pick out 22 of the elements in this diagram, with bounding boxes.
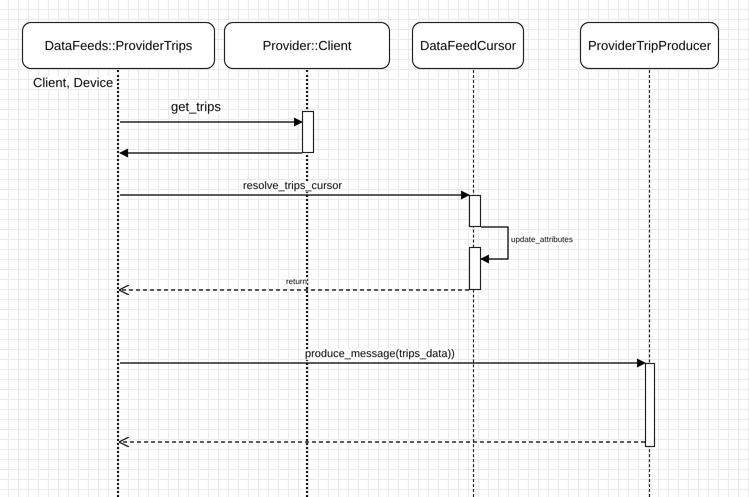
- arrow: [118, 284, 469, 296]
- arrow: [120, 358, 646, 368]
- message-label: produce_message(trips_data)): [305, 349, 455, 360]
- message-label: return: [286, 278, 307, 286]
- activation-bar: [645, 363, 655, 447]
- note-text: Client, Device: [33, 76, 114, 89]
- arrow: [119, 148, 302, 158]
- message-label: resolve_trips_cursor: [243, 181, 342, 192]
- arrow: [480, 226, 509, 264]
- participant-box: ProviderTripProducer: [580, 22, 719, 69]
- arrow: [120, 118, 303, 126]
- arrow: [118, 436, 645, 448]
- lifeline: [117, 70, 120, 497]
- participant-box: DataFeeds::ProviderTrips: [22, 22, 215, 69]
- participant-box: Provider::Client: [224, 22, 390, 69]
- activation-bar: [302, 111, 314, 153]
- message-label: update_attributes: [511, 236, 573, 244]
- activation-bar: [469, 195, 481, 227]
- message-label: get_trips: [171, 100, 221, 113]
- activation-bar: [469, 247, 481, 290]
- arrow: [120, 190, 470, 200]
- participant-box: DataFeedCursor: [412, 22, 524, 69]
